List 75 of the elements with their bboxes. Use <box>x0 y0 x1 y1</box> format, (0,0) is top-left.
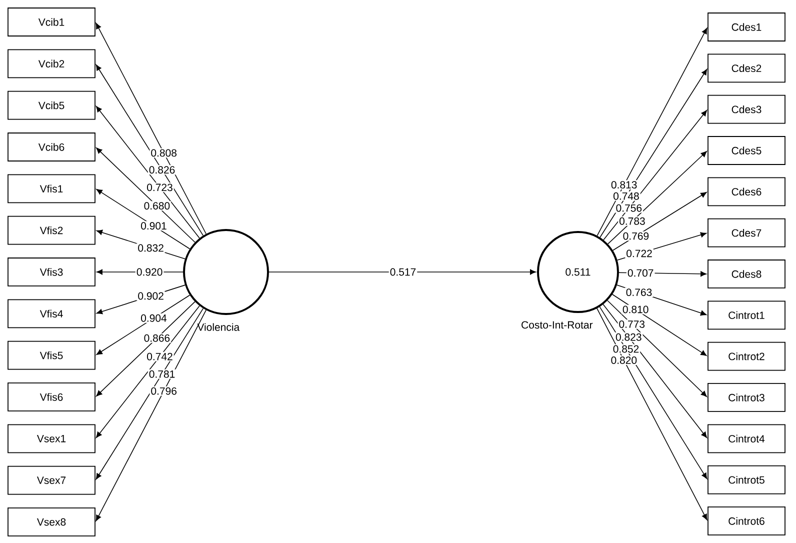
arrow <box>599 306 708 479</box>
indicator-box: Vfis1 <box>8 174 96 204</box>
arrow <box>608 151 707 244</box>
arrow <box>602 304 708 438</box>
indicator-box: Cdes1 <box>708 12 786 42</box>
loading-label: 0.810 <box>621 304 650 314</box>
arrow <box>268 269 536 275</box>
arrow <box>96 301 196 396</box>
loading-label: 0.796 <box>150 386 178 396</box>
indicator-box: Cdes2 <box>708 54 786 83</box>
indicator-box: Vfis5 <box>8 340 96 370</box>
arrow <box>96 189 190 250</box>
loading-label: 0.722 <box>625 248 654 258</box>
indicator-box: Cdes7 <box>708 218 786 248</box>
indicator-box: Cintrot1 <box>708 300 786 330</box>
loading-label: 0.763 <box>624 288 654 298</box>
indicator-box: Cdes8 <box>708 260 786 288</box>
arrow <box>96 22 206 234</box>
loading-label: 0.748 <box>612 191 640 201</box>
arrow <box>612 192 707 251</box>
loading-label: 0.723 <box>146 182 174 192</box>
loading-label: 0.517 <box>388 267 418 277</box>
arrow <box>96 106 200 239</box>
indicator-box: Cdes3 <box>708 94 786 124</box>
indicator-box: Cintrot5 <box>708 465 786 494</box>
arrow <box>96 308 204 480</box>
indicator-box: Vcib6 <box>8 132 96 162</box>
indicator-box: Vfis3 <box>8 258 96 286</box>
arrow <box>596 28 708 236</box>
loading-label: 0.832 <box>136 243 165 253</box>
arrow <box>96 294 190 355</box>
loading-label: 0.756 <box>614 203 644 213</box>
latent-label: Costo-Int-Rotar <box>522 321 593 329</box>
arrow <box>603 110 708 240</box>
loading-label: 0.742 <box>146 352 174 362</box>
arrow <box>96 310 206 522</box>
indicator-box: Vsex8 <box>8 508 96 536</box>
indicator-box: Cintrot4 <box>708 424 786 454</box>
loading-label: 0.904 <box>140 313 168 323</box>
loading-label: 0.707 <box>626 268 655 278</box>
loading-label: 0.820 <box>610 356 638 365</box>
indicator-box: Vsex7 <box>8 466 96 495</box>
indicator-box: Cintrot6 <box>708 506 786 536</box>
latent-label: Violencia <box>197 323 240 331</box>
indicator-box: Vcib1 <box>8 8 96 36</box>
loading-label: 0.901 <box>140 221 168 231</box>
indicator-box: Vfis2 <box>8 216 96 245</box>
arrow <box>96 148 196 243</box>
loading-label: 0.826 <box>148 165 176 175</box>
loading-label: 0.823 <box>614 332 643 342</box>
arrow <box>596 308 708 520</box>
arrow <box>607 300 707 397</box>
loading-label: 0.680 <box>142 201 172 211</box>
loading-label: 0.902 <box>136 291 165 301</box>
arrow <box>612 294 707 356</box>
loading-label: 0.781 <box>148 369 176 379</box>
indicator-box: Vcib5 <box>8 90 96 120</box>
arrow <box>96 64 204 236</box>
loading-label: 0.773 <box>618 319 646 329</box>
indicator-box: Vcib2 <box>8 49 96 78</box>
arrow <box>96 305 200 438</box>
indicator-box: Vfis6 <box>8 382 96 412</box>
loading-label: 0.866 <box>142 333 172 343</box>
indicator-box: Vfis4 <box>8 299 96 328</box>
indicator-box: Cdes6 <box>708 177 786 206</box>
loading-label: 0.920 <box>135 267 164 277</box>
indicator-box: Cintrot3 <box>708 383 786 412</box>
indicator-box: Vsex1 <box>8 424 96 454</box>
loading-label: 0.852 <box>612 344 640 354</box>
indicator-box: Cdes5 <box>708 136 786 165</box>
indicator-box: Cintrot2 <box>708 342 786 371</box>
loading-label: 0.783 <box>618 216 646 226</box>
loading-label: 0.808 <box>150 148 178 158</box>
loading-label: 0.813 <box>610 180 638 190</box>
loading-label: 0.769 <box>622 231 650 241</box>
